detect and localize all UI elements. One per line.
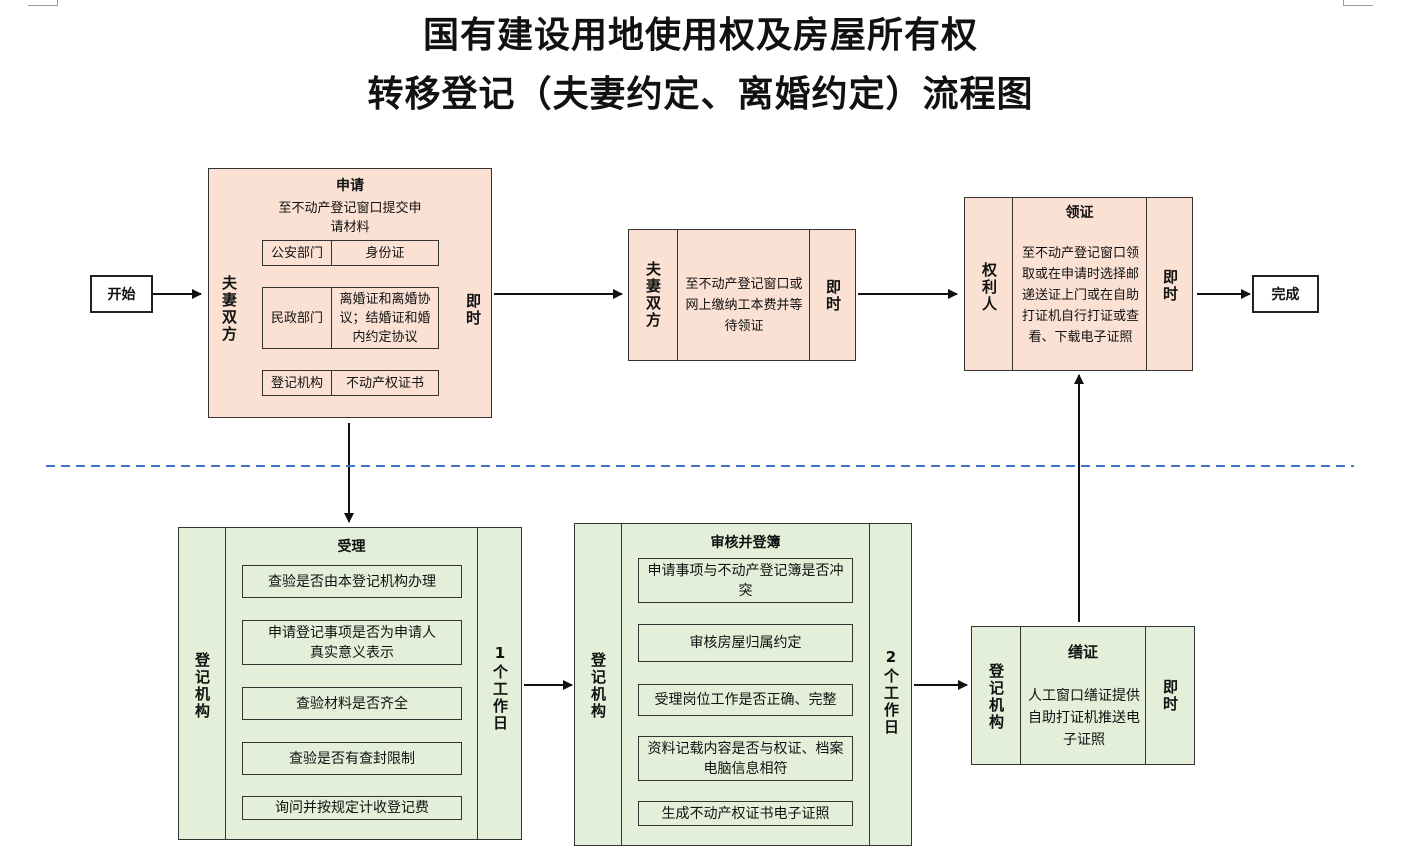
accept-item: 申请登记事项是否为申请人真实意义表示 bbox=[242, 620, 462, 665]
pay-box: 夫妻双方 至不动产登记窗口或网上缴纳工本费并等待领证 即时 bbox=[628, 229, 856, 361]
review-item: 生成不动产权证书电子证照 bbox=[638, 801, 853, 826]
collect-divider-right bbox=[1146, 198, 1147, 370]
issue-divider-right bbox=[1145, 627, 1146, 764]
collect-time: 即时 bbox=[1161, 269, 1179, 303]
accept-header: 受理 bbox=[337, 539, 366, 555]
pay-time: 即时 bbox=[824, 279, 842, 313]
review-header: 审核并登簿 bbox=[710, 535, 781, 551]
page-title-line2: 转移登记（夫妻约定、离婚约定）流程图 bbox=[367, 73, 1034, 115]
accept-divider-left bbox=[225, 528, 226, 839]
accept-time: 1个工作日 bbox=[491, 644, 509, 732]
apply-doc-marriage: 离婚证和离婚协议；结婚证和婚内约定协议 bbox=[331, 287, 439, 349]
issue-divider-left bbox=[1020, 627, 1021, 764]
review-item: 审核房屋归属约定 bbox=[638, 624, 853, 662]
accept-item: 询问并按规定计收登记费 bbox=[242, 796, 462, 820]
corner-mark-right bbox=[1343, 0, 1373, 6]
issue-description: 人工窗口缮证提供自助打证机推送电子证照 bbox=[1028, 688, 1140, 748]
collect-actor: 权利人 bbox=[980, 261, 998, 313]
apply-time: 即时 bbox=[464, 293, 482, 327]
corner-mark-left bbox=[28, 0, 58, 6]
pay-actor: 夫妻双方 bbox=[644, 261, 662, 329]
start-node: 开始 bbox=[90, 275, 153, 313]
accept-actor: 登记机构 bbox=[193, 652, 211, 720]
pay-divider-right bbox=[809, 230, 810, 360]
page-title-line1: 国有建设用地使用权及房屋所有权 bbox=[422, 14, 978, 56]
review-box: 登记机构 审核并登簿 2个工作日 申请事项与不动产登记簿是否冲突 审核房屋归属约… bbox=[574, 523, 912, 846]
issue-header: 缮证 bbox=[1067, 643, 1098, 661]
collect-header: 领证 bbox=[1065, 205, 1094, 221]
end-label: 完成 bbox=[1271, 287, 1300, 303]
review-divider-left bbox=[621, 524, 622, 845]
review-time: 2个工作日 bbox=[882, 648, 900, 736]
review-item: 资料记载内容是否与权证、档案电脑信息相符 bbox=[638, 736, 853, 781]
collect-divider-left bbox=[1012, 198, 1013, 370]
review-actor: 登记机构 bbox=[589, 652, 607, 720]
apply-actor: 夫妻双方 bbox=[220, 275, 238, 343]
apply-header: 申请 bbox=[336, 178, 364, 194]
apply-doc-id: 身份证 bbox=[331, 240, 439, 266]
apply-dept-civil: 民政部门 bbox=[262, 287, 332, 349]
review-item: 受理岗位工作是否正确、完整 bbox=[638, 684, 853, 716]
accept-item: 查验是否有查封限制 bbox=[242, 742, 462, 775]
review-divider-right bbox=[869, 524, 870, 845]
end-node: 完成 bbox=[1252, 275, 1319, 313]
accept-divider-right bbox=[477, 528, 478, 839]
accept-item: 查验是否由本登记机构办理 bbox=[242, 565, 462, 598]
pay-description: 至不动产登记窗口或网上缴纳工本费并等待领证 bbox=[685, 277, 803, 334]
issue-box: 登记机构 缮证 人工窗口缮证提供自助打证机推送电子证照 即时 bbox=[971, 626, 1195, 765]
accept-box: 登记机构 受理 1个工作日 查验是否由本登记机构办理 申请登记事项是否为申请人真… bbox=[178, 527, 522, 840]
apply-description: 至不动产登记窗口提交申请材料 bbox=[278, 201, 422, 235]
apply-dept-registry: 登记机构 bbox=[262, 370, 332, 396]
collect-box: 权利人 领证 至不动产登记窗口领取或在申请时选择邮递送证上门或在自助打证机自行打… bbox=[964, 197, 1193, 371]
accept-item: 查验材料是否齐全 bbox=[242, 687, 462, 720]
start-label: 开始 bbox=[107, 287, 136, 303]
apply-doc-certificate: 不动产权证书 bbox=[331, 370, 439, 396]
apply-box: 申请 夫妻双方 至不动产登记窗口提交申请材料 即时 公安部门 身份证 民政部门 … bbox=[208, 168, 492, 418]
issue-time: 即时 bbox=[1161, 679, 1179, 713]
issue-actor: 登记机构 bbox=[987, 663, 1005, 731]
review-item: 申请事项与不动产登记簿是否冲突 bbox=[638, 558, 853, 603]
collect-description: 至不动产登记窗口领取或在申请时选择邮递送证上门或在自助打证机自行打证或查看、下载… bbox=[1021, 246, 1139, 345]
pay-divider-left bbox=[677, 230, 678, 360]
apply-dept-police: 公安部门 bbox=[262, 240, 332, 266]
